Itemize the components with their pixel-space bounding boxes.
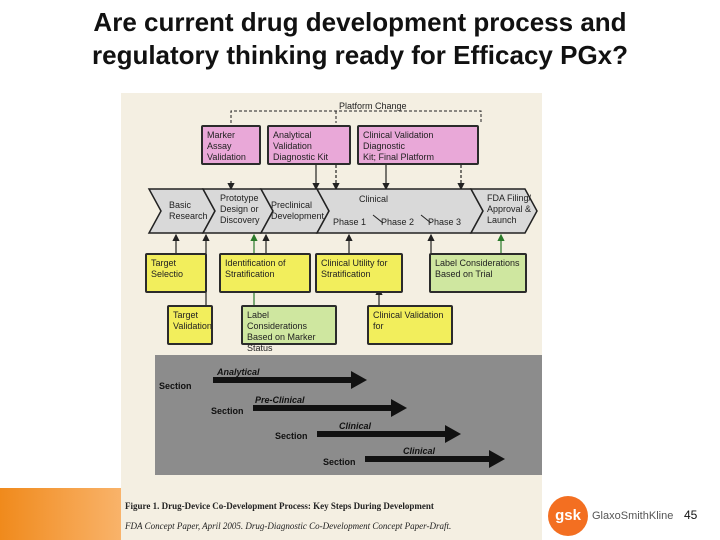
box-text: Based on Trial [435, 269, 493, 279]
platform-change-label: Platform Change [339, 101, 407, 111]
stage-phase-3: Phase 3 [428, 217, 462, 227]
box-text: Clinical Utility for [321, 258, 388, 268]
box-text: Label Considerations [435, 258, 520, 268]
title-line-2: regulatory thinking ready for Efficacy P… [91, 40, 629, 70]
lane-clinical-section-2: Section [323, 457, 356, 467]
page-number: 45 [684, 508, 698, 522]
footer-accent-strip [0, 488, 121, 540]
stage-phase-2: Phase 2 [381, 217, 415, 227]
clinical-utility-box: Clinical Utility for Stratification [315, 253, 403, 293]
stage-text: FDA Filing/ [487, 193, 532, 203]
box-text: Target [173, 310, 199, 320]
lane-clinical-label: Clinical [339, 421, 372, 431]
stage-clinical: Clinical [359, 194, 389, 204]
box-text: Selectio [151, 269, 184, 279]
box-text: Validation [173, 321, 212, 331]
target-validation-box: Target Validation [167, 305, 213, 345]
marker-assay-box: Marker Assay Validation [201, 125, 261, 165]
title-line-1: Are current drug development process and [93, 7, 627, 37]
process-chevrons [147, 188, 538, 234]
box-text: Identification of [225, 258, 286, 268]
stage-text: Preclinical [271, 200, 313, 210]
box-text: Based on Marker Status [247, 332, 316, 353]
stage-basic-research: Basic Research [169, 200, 208, 222]
stage-preclinical: Preclinical Development [271, 200, 324, 222]
lane-clinical-label-2: Clinical [403, 446, 436, 456]
stage-text: Discovery [220, 215, 260, 225]
box-text: Validation [207, 152, 246, 162]
box-text: Diagnostic Kit [273, 152, 329, 162]
lane-preclinical-section: Section [211, 406, 244, 416]
stage-text: Development [271, 211, 325, 221]
slide-title: Are current drug development process and… [0, 6, 720, 72]
box-text: Clinical Validation [373, 310, 444, 320]
stage-phase-1: Phase 1 [333, 217, 367, 227]
clinical-validation-box: Clinical Validation Diagnostic Kit; Fina… [357, 125, 479, 165]
stage-fda-filing: FDA Filing/ Approval & Launch [487, 193, 531, 226]
box-text: Stratification [321, 269, 371, 279]
gsk-logo: gsk [548, 496, 588, 536]
lane-preclinical-label: Pre-Clinical [255, 395, 305, 405]
stage-text: Research [169, 211, 208, 221]
figure-caption: Figure 1. Drug-Device Co-Development Pro… [125, 501, 434, 511]
lane-clinical-section: Section [275, 431, 308, 441]
stage-prototype: Prototype Design or Discovery [220, 193, 260, 226]
stage-text: Design or [220, 204, 259, 214]
stage-text: Prototype [220, 193, 259, 203]
box-text: Marker Assay [207, 130, 236, 151]
lane-analytical-section: Section [159, 381, 192, 391]
box-text: Label Considerations [247, 310, 308, 331]
codevelopment-figure: Platform Change Marker Assay Validation … [121, 93, 542, 540]
clinical-validation-for-box: Clinical Validation for [367, 305, 453, 345]
analytical-validation-box: Analytical Validation Diagnostic Kit [267, 125, 351, 165]
box-text: for [373, 321, 384, 331]
label-considerations-marker-box: Label Considerations Based on Marker Sta… [241, 305, 337, 353]
stage-text: Launch [487, 215, 517, 225]
box-text: Kit; Final Platform [363, 152, 435, 162]
box-text: Stratification [225, 269, 275, 279]
company-name: GlaxoSmithKline [592, 510, 674, 522]
figure-source: FDA Concept Paper, April 2005. Drug-Diag… [125, 521, 452, 531]
identification-stratification-box: Identification of Stratification [219, 253, 311, 293]
platform-bracket [230, 110, 482, 123]
box-text: Clinical Validation Diagnostic [363, 130, 434, 151]
box-text: Analytical Validation [273, 130, 312, 151]
box-text: Target [151, 258, 177, 268]
target-selection-box: Target Selectio [145, 253, 207, 293]
lane-analytical-label: Analytical [217, 367, 260, 377]
stage-text: Basic [169, 200, 192, 210]
stage-text: Approval & [487, 204, 532, 214]
section-lanes-band [155, 355, 542, 475]
figure-connectors [147, 110, 538, 305]
label-considerations-trial-box: Label Considerations Based on Trial [429, 253, 527, 293]
